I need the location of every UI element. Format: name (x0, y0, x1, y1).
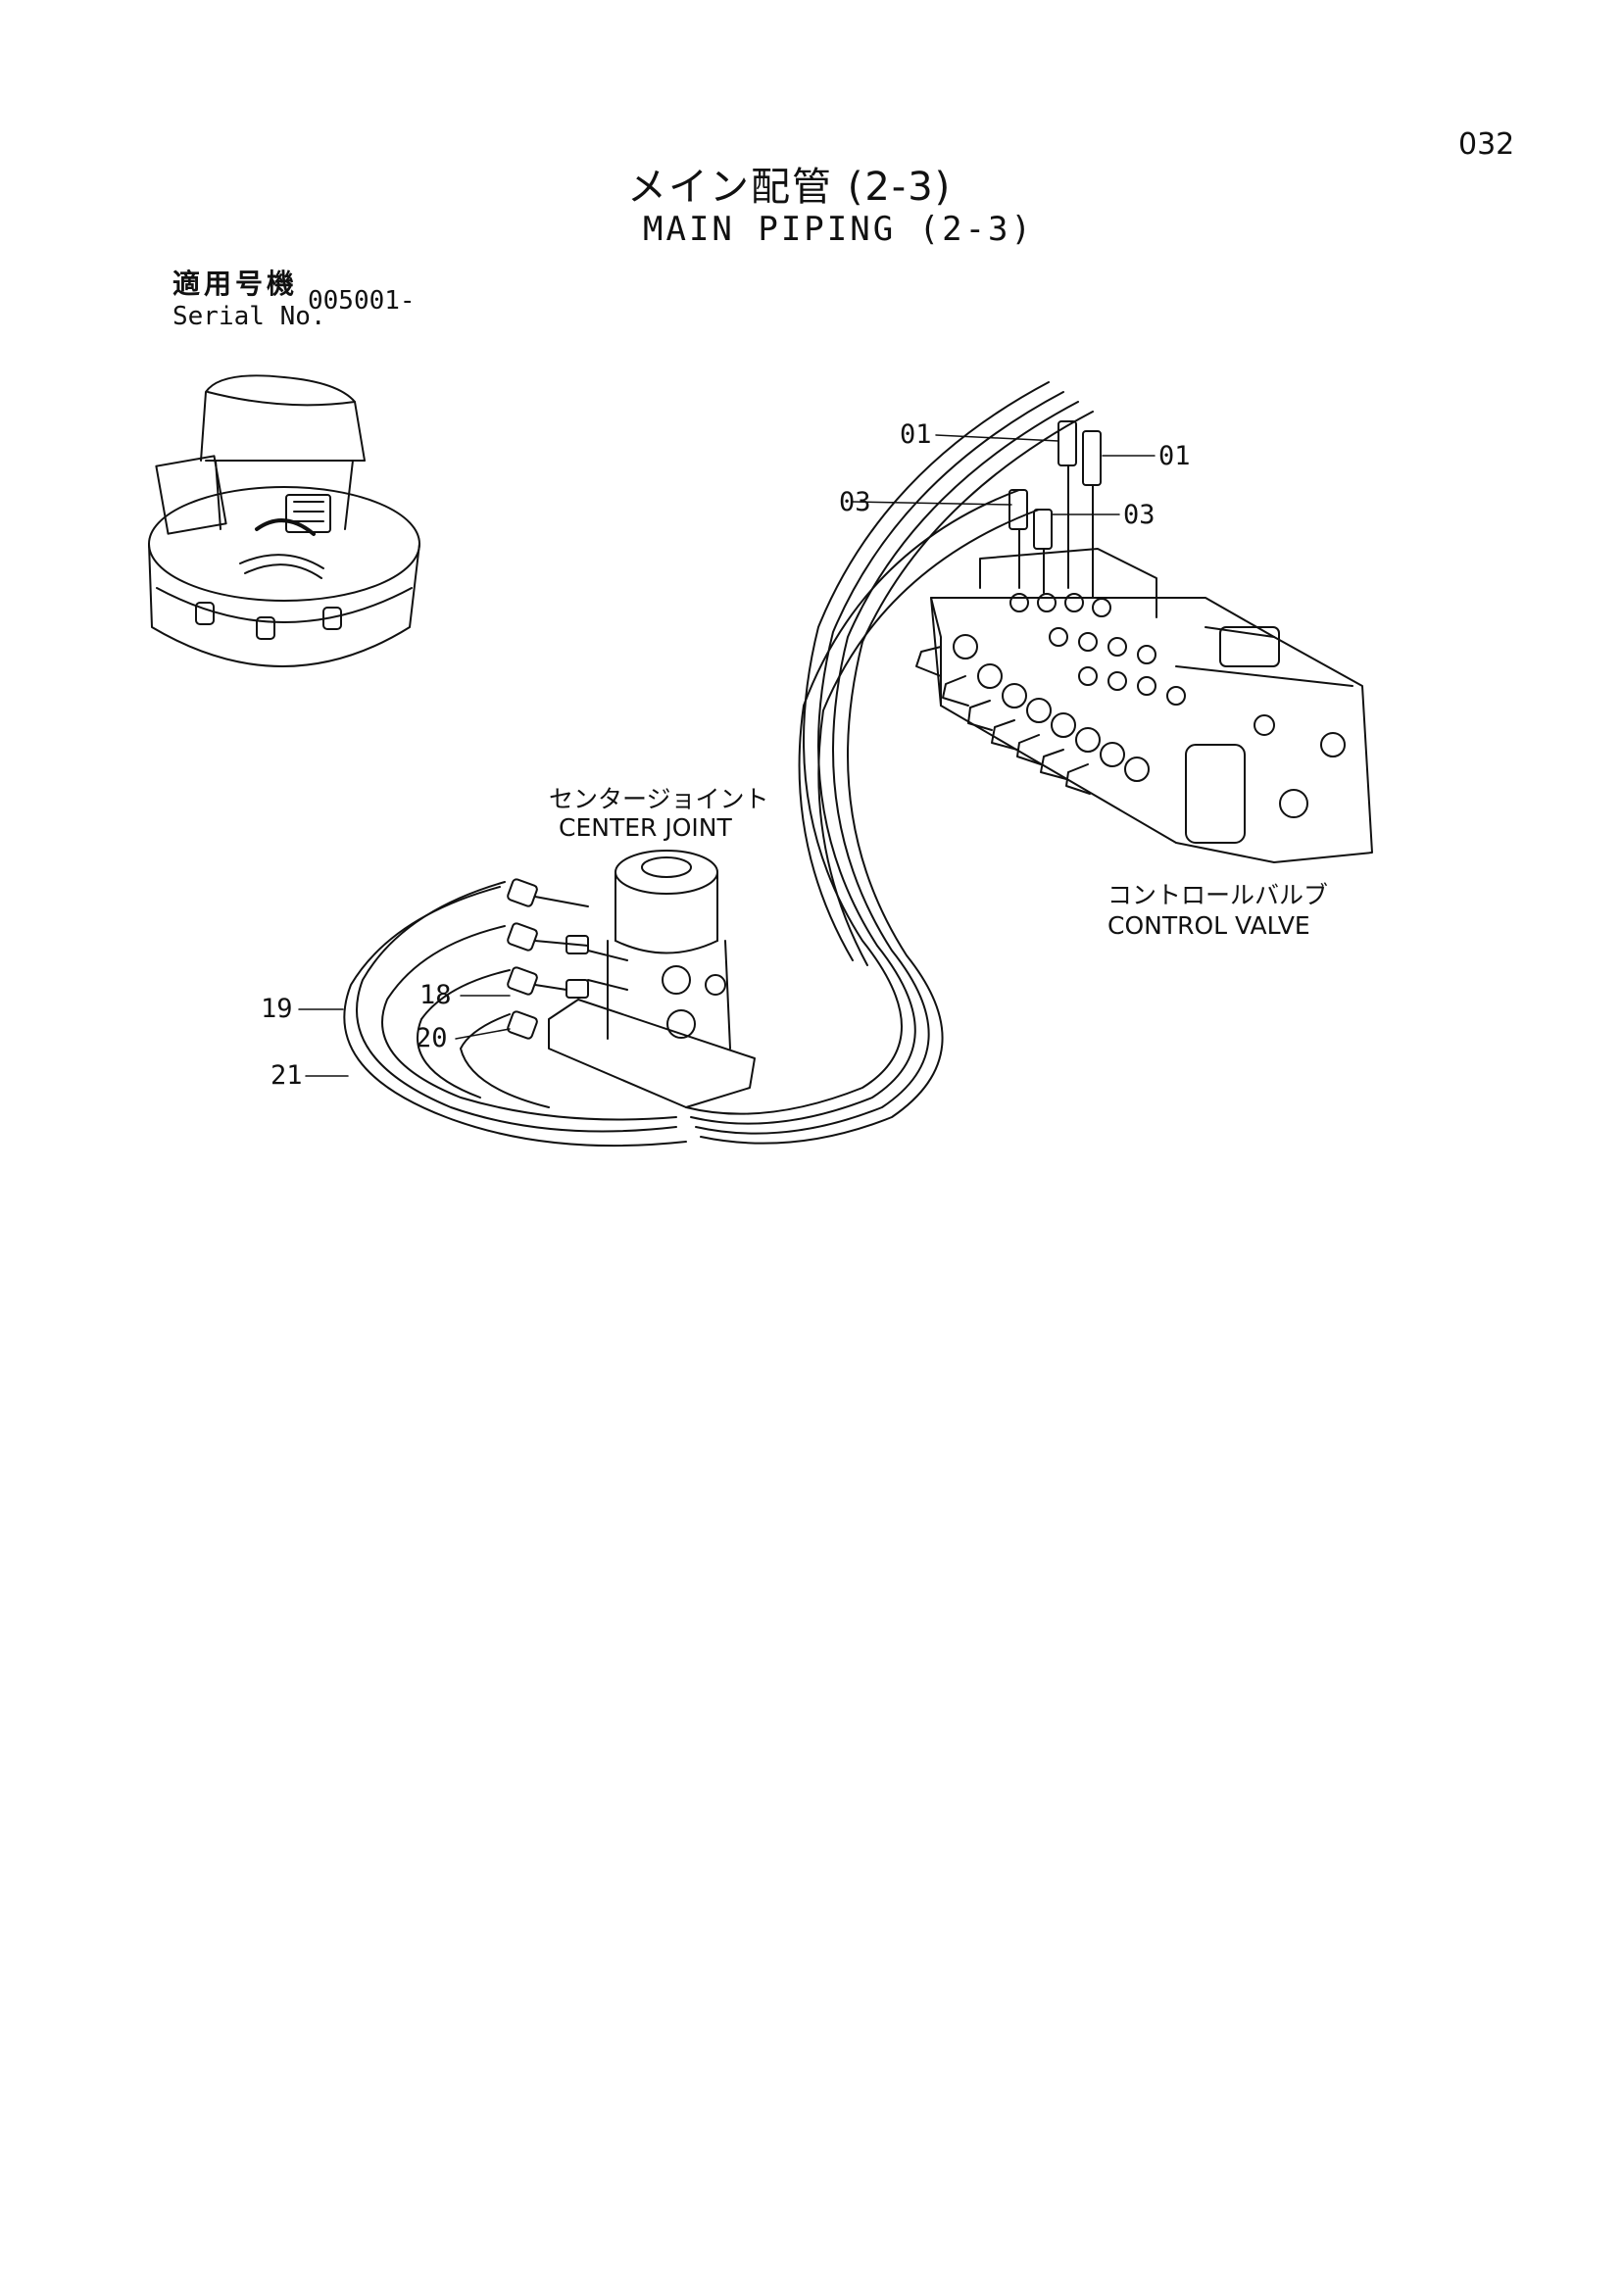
serial-label-japanese: 適用号機 (172, 268, 299, 300)
page-number: 032 (1458, 127, 1515, 162)
callout-03-right: 03 (1123, 500, 1156, 530)
center-joint-assembly (548, 850, 756, 1108)
callout-01-left: 01 (900, 419, 932, 450)
title-english: MAIN PIPING (2-3) (643, 210, 1034, 249)
callout-03-left: 03 (839, 487, 871, 517)
title-japanese: メイン配管 (2-3) (627, 165, 953, 210)
leader-lines (298, 434, 1156, 1077)
control-valve-label-english: CONTROL VALVE (1107, 911, 1310, 940)
callout-01-right: 01 (1158, 441, 1191, 471)
loop-hoses (343, 881, 687, 1148)
serial-label-english: Serial No. (172, 302, 326, 331)
control-valve-block (915, 548, 1373, 863)
callout-19: 19 (261, 994, 293, 1024)
center-joint-fittings (507, 878, 589, 1040)
callout-21: 21 (270, 1060, 303, 1091)
center-joint-label-japanese: センタージョイント (549, 785, 769, 813)
control-valve-label-japanese: コントロールバルブ (1107, 881, 1329, 909)
callout-18: 18 (419, 980, 452, 1010)
valve-spool-ports (953, 593, 1186, 782)
callout-20: 20 (416, 1023, 448, 1053)
serial-value: 005001- (308, 286, 416, 316)
hose-bundle (685, 381, 1094, 1145)
machine-overview-icon (148, 374, 420, 667)
valve-fittings (1008, 420, 1102, 599)
center-joint-label-english: CENTER JOINT (559, 813, 732, 842)
